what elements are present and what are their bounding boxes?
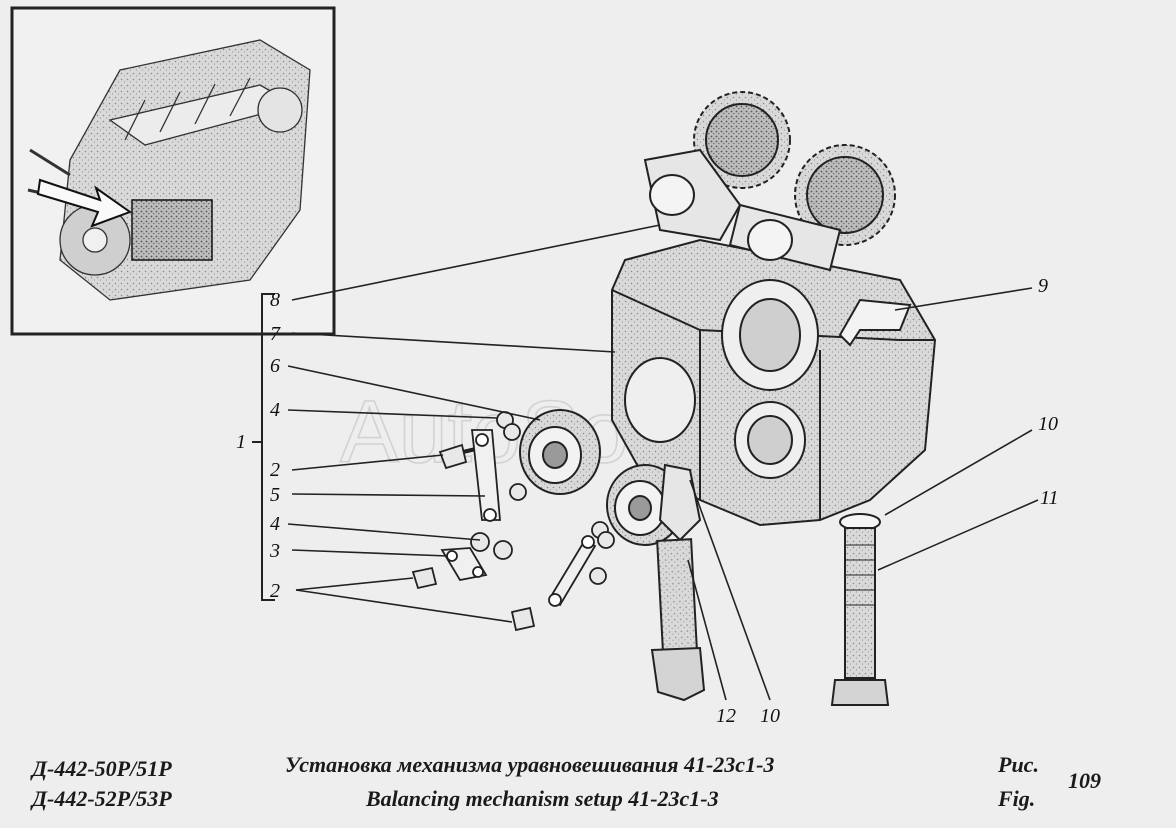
figure-title-ru: Установка механизма уравновешивания 41-2… <box>285 752 775 777</box>
callout-2-lower: 2 <box>270 580 280 602</box>
bearing-lower <box>606 464 684 546</box>
small-fasteners <box>411 411 615 632</box>
balancer-location-box <box>131 199 213 261</box>
balancer-gears <box>643 91 896 272</box>
group-bracket <box>252 293 275 601</box>
plate-part-9 <box>838 298 912 347</box>
callout-4-lower: 4 <box>270 513 280 535</box>
bolt-part-11 <box>830 513 890 706</box>
callout-9: 9 <box>1038 275 1048 297</box>
callout-2-upper: 2 <box>270 459 280 481</box>
location-arrow <box>36 178 133 228</box>
callout-11: 11 <box>1040 487 1059 509</box>
leader-lines <box>287 224 1039 701</box>
callout-3: 3 <box>269 540 280 562</box>
callout-7: 7 <box>270 323 281 345</box>
figure-label-ru: Рис. <box>998 752 1039 777</box>
callout-4-upper: 4 <box>270 399 280 421</box>
callout-10-right: 10 <box>1038 413 1058 435</box>
callout-6: 6 <box>270 355 280 377</box>
callout-12: 12 <box>716 705 736 727</box>
callout-labels: 8 7 6 4 1 2 5 4 3 2 9 10 11 12 10 <box>236 275 1059 727</box>
bolt-part-12 <box>650 463 706 702</box>
callout-8: 8 <box>270 289 280 311</box>
engine-location-inset <box>10 6 336 336</box>
bearing-upper <box>519 409 601 495</box>
figure-label-en: Fig. <box>998 786 1036 811</box>
model-line-2: Д-442-52Р/53Р <box>32 786 172 811</box>
model-line-1: Д-442-50Р/51Р <box>32 756 172 781</box>
callout-10-bottom: 10 <box>760 705 780 727</box>
callout-1: 1 <box>236 431 246 453</box>
figure-number: 109 <box>1068 768 1101 793</box>
callout-5: 5 <box>270 484 280 506</box>
figure-title-en: Balancing mechanism setup 41-23с1-3 <box>366 786 719 811</box>
engine-sketch <box>27 39 311 301</box>
